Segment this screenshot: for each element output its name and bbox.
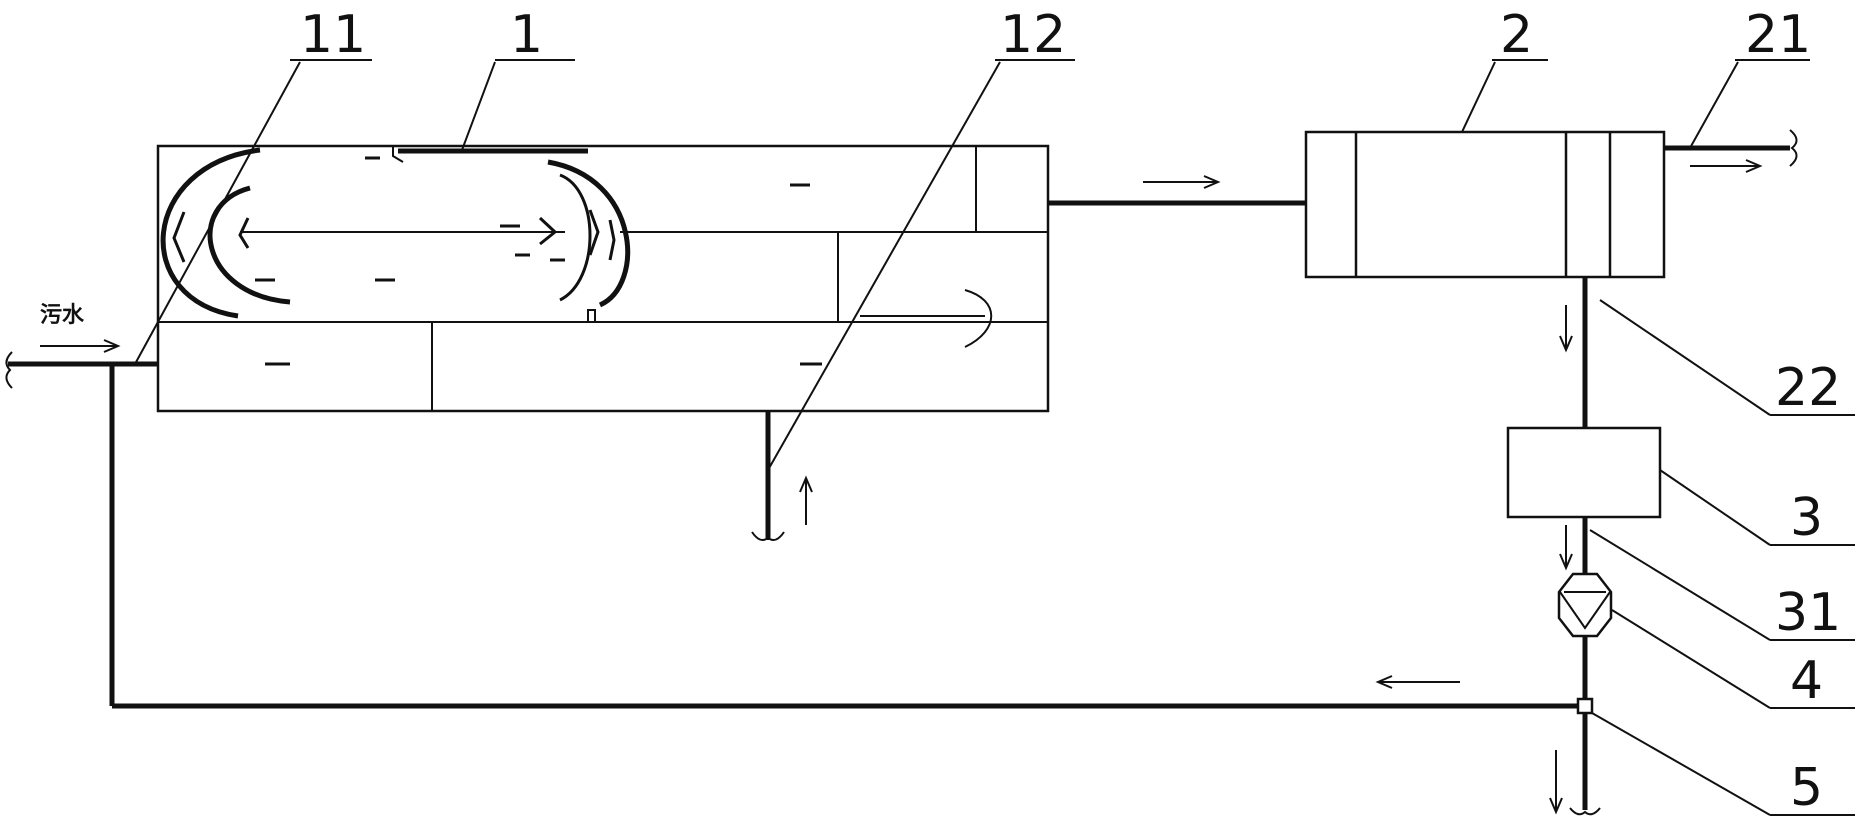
callout-21: 21 [1745, 5, 1811, 65]
tank-1-outline [156, 144, 1050, 413]
callout-2: 2 [1500, 5, 1533, 65]
unit-2 [1304, 130, 1666, 279]
unit-2-body [1304, 130, 1666, 279]
callout-31: 31 [1775, 583, 1841, 643]
callout-5: 5 [1790, 758, 1823, 818]
tank-1-baffle-notch [392, 146, 404, 163]
ditch-inner-loop-left [207, 185, 291, 305]
callout-22: 22 [1775, 358, 1841, 418]
inlet-label: 污水 [40, 303, 85, 328]
bottom-channel-turn [964, 289, 993, 348]
ditch-return-loop [559, 173, 592, 302]
callout-4: 4 [1790, 651, 1823, 711]
pump-4 [1557, 572, 1613, 638]
callout-1: 1 [510, 5, 543, 65]
flow-arrows [40, 159, 1763, 815]
node-5 [1576, 697, 1594, 715]
ditch-outer-loop [160, 147, 261, 319]
leader-lines [134, 59, 1855, 816]
tank-1 [156, 144, 1050, 413]
pipe-breaks [5, 129, 1798, 816]
callout-3: 3 [1790, 488, 1823, 548]
callout-11: 11 [300, 5, 366, 65]
ditch-inner-loop-right [547, 159, 631, 308]
callout-12: 12 [1000, 5, 1066, 65]
piping [8, 145, 1790, 810]
tank-1-flow-marks [172, 156, 822, 366]
tank-1-weir [587, 309, 596, 323]
unit-3 [1506, 426, 1662, 519]
